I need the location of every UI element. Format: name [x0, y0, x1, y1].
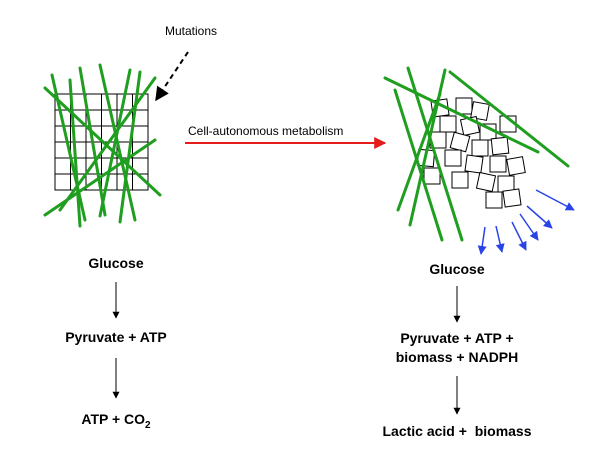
left-glucose-label: Glucose	[88, 255, 143, 271]
mutations-arrow	[155, 51, 189, 102]
right-pyruvate-line2: biomass + NADPH	[396, 349, 519, 365]
normal-cell-fibers	[43, 63, 162, 228]
right-pyruvate-line1: Pyruvate + ATP +	[400, 330, 513, 346]
tumor-cell-fibers	[383, 66, 570, 242]
process-label: Cell-autonomous metabolism	[188, 124, 343, 138]
subscript-2: 2	[145, 420, 151, 431]
left-atp-co2-label: ATP + CO2	[81, 411, 151, 431]
left-pyruvate-label: Pyruvate + ATP	[65, 329, 167, 345]
right-lactic-label: Lactic acid + biomass	[382, 423, 531, 439]
mutations-label: Mutations	[165, 24, 217, 38]
secretion-arrows	[477, 189, 575, 255]
right-glucose-label: Glucose	[429, 261, 484, 277]
